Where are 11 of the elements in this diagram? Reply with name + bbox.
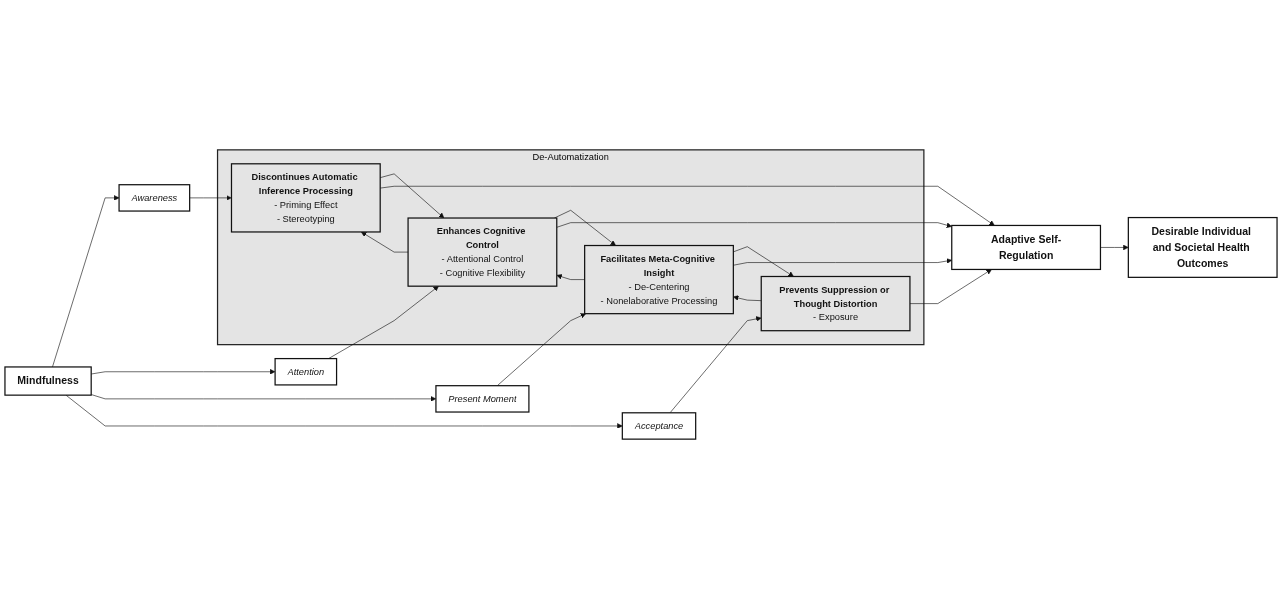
node-box: Discontinues Automatic Inference Processing - Priming Effect - Stereotyping [230, 163, 381, 233]
node-box: Adaptive Self-Regulation [951, 224, 1102, 271]
node-box: Mindfulness [4, 366, 92, 396]
node-box: Facilitates Meta-Cognitive Insight - De-Centering - Nonelaborative Processing [584, 244, 734, 315]
node-box: Awareness [118, 184, 191, 212]
node-box: Desirable Individual and Societal Health Outcomes [1127, 216, 1278, 278]
node-box: Prevents Suppression or Thought Distortion - Exposure [760, 275, 911, 332]
node-box: Attention [274, 357, 338, 386]
node-box: Present Moment [435, 385, 530, 413]
node-box: Acceptance [621, 412, 697, 440]
node-box: Enhances Cognitive Control - Attentional Control - Cognitive Flexibility [407, 217, 558, 287]
